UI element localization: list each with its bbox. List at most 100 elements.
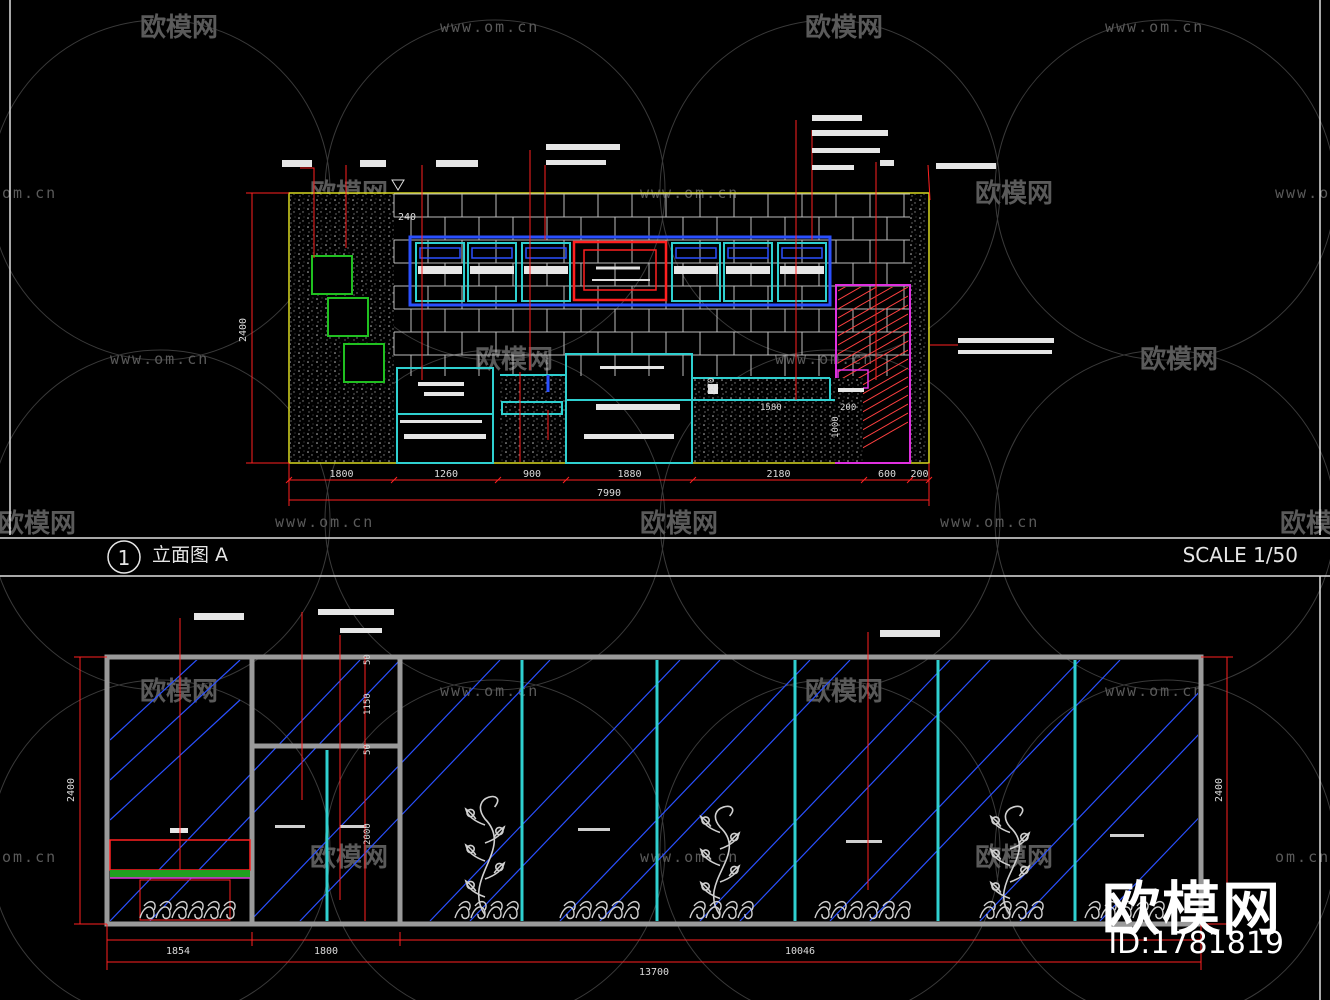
watermark-url: www.om.cn	[110, 350, 209, 368]
stone-pillar-right	[910, 194, 928, 462]
leader-notes	[282, 115, 1054, 354]
cabinet-shelf	[726, 266, 770, 274]
planter-base	[139, 879, 231, 921]
watermark-brand: 欧模网	[140, 12, 218, 43]
watermark-url: www.om.cn	[1105, 18, 1204, 36]
ornament-base	[689, 900, 754, 920]
cabinet-cells	[415, 242, 827, 302]
watermark-url: www.om.cn	[1105, 682, 1204, 700]
watermark-circles	[0, 19, 1330, 1000]
ornament-base	[1084, 900, 1165, 920]
dimension-lines	[246, 192, 930, 506]
counter-stone-left	[500, 376, 566, 462]
mullions	[325, 660, 1077, 921]
counter-labels	[400, 366, 864, 439]
cabinet-cell	[467, 242, 517, 302]
inner-dim: 1580	[760, 403, 782, 413]
counter	[396, 353, 835, 464]
watermark-url: www.om.cn	[440, 682, 539, 700]
segment-dim: 900	[523, 469, 541, 480]
floral-ornaments	[139, 795, 1165, 920]
center-sign-panel	[572, 240, 668, 302]
ornament-base	[454, 900, 519, 920]
inner-dim: 200	[840, 403, 856, 413]
segment-dim: 2180	[766, 469, 790, 480]
segment-dim: 600	[878, 469, 896, 480]
watermark-brand: 欧模网	[1280, 508, 1330, 539]
cabinet-shelf	[524, 266, 568, 274]
watermark-url: www.om.cn	[640, 848, 739, 866]
scale-label: SCALE 1/50	[1183, 543, 1298, 567]
glass-hatch	[110, 660, 1198, 921]
watermark-brand: 欧模网	[805, 12, 883, 43]
watermark-brand: 欧模网	[0, 508, 76, 539]
title-bar: 1 立面图 A SCALE 1/50	[107, 540, 1298, 574]
planter-top	[110, 870, 250, 878]
vertical-dim: 2000	[363, 823, 373, 845]
segment-dim: 1854	[166, 946, 190, 957]
segment-dim: 1800	[329, 469, 353, 480]
vertical-dim: 50	[363, 654, 373, 665]
inner-dim: 1000	[831, 416, 841, 438]
brand-logo: 欧模网	[1101, 875, 1282, 943]
height-dim-right: 2400	[1214, 778, 1225, 802]
vertical-dim: 50	[363, 744, 373, 755]
height-dim-left: 2400	[66, 778, 77, 802]
segment-dim: 200	[910, 469, 928, 480]
segment-dim: 1260	[434, 469, 458, 480]
pane-labels	[275, 825, 1144, 843]
title-number-circle	[107, 540, 141, 574]
watermark-url: www.om.cn	[440, 18, 539, 36]
ornament	[464, 795, 506, 916]
leader-notes	[194, 609, 940, 637]
plaque	[311, 255, 353, 295]
height-dim: 2400	[238, 318, 249, 342]
segment-dim: 10046	[785, 946, 815, 957]
top-dim: 240	[398, 212, 416, 223]
watermark-url: www.om.cn	[1275, 184, 1330, 202]
tile-wall	[393, 193, 910, 376]
plaque	[343, 343, 385, 383]
door-panel	[835, 284, 911, 464]
cabinet-cell	[723, 242, 773, 302]
page-title: 立面图 A	[152, 544, 228, 566]
cabinet-shelf	[780, 266, 824, 274]
ornament-base	[979, 900, 1044, 920]
cabinet-shelf	[470, 266, 514, 274]
ornament-base	[814, 900, 911, 920]
inner-dim: 350	[707, 378, 717, 394]
watermark-brand: 欧模网	[805, 676, 883, 707]
ornament	[699, 805, 741, 916]
watermark-brand: 欧模网	[640, 508, 718, 539]
watermark-brand: 欧模网	[310, 842, 388, 873]
vertical-dim: 1150	[363, 693, 373, 715]
watermark-brand: 欧模网	[975, 178, 1053, 209]
watermark-url: om.cn	[2, 184, 57, 202]
ornament-base	[139, 900, 236, 920]
watermark-brand: 欧模网	[475, 344, 553, 375]
total-dim: 13700	[639, 967, 669, 978]
segment-dim: 1800	[314, 946, 338, 957]
cabinet-shelf	[418, 266, 462, 274]
cabinet-cell	[415, 242, 465, 302]
watermark-brand: 欧模网	[1140, 344, 1218, 375]
title-number: 1	[118, 546, 131, 570]
segment-dim: 1880	[617, 469, 641, 480]
watermark-url: www.om.cn	[275, 513, 374, 531]
ornament	[989, 805, 1031, 916]
watermark-url: www.om.cn	[775, 350, 874, 368]
display-cabinet	[408, 235, 832, 307]
counter-stone-right	[693, 378, 863, 462]
bottom-elevation: 50 1150 50 2000 2400 2400 1854 1800 1004…	[66, 609, 1233, 978]
watermark-url: om.cn	[2, 848, 57, 866]
dimension-lines	[74, 656, 1233, 970]
model-id: ID:1781819	[1108, 926, 1284, 961]
cabinet-cell	[777, 242, 827, 302]
watermarks: 欧模网 www.om.cn 欧模网 www.om.cn om.cn 欧模网 ww…	[0, 12, 1330, 873]
watermark-url: www.om.cn	[940, 513, 1039, 531]
storefront-frame	[104, 654, 1204, 927]
total-dim: 7990	[597, 488, 621, 499]
ornament-base	[559, 900, 640, 920]
